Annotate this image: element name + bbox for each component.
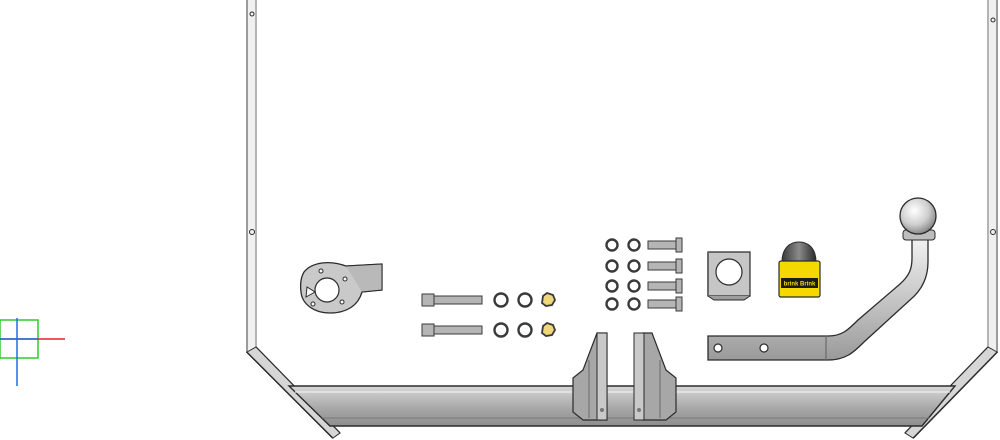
center-bracket-right[interactable]	[633, 332, 677, 421]
washer-set-top[interactable]	[493, 291, 557, 308]
tow-bar-arm[interactable]	[707, 197, 937, 361]
vehicle-frame[interactable]	[246, 0, 998, 439]
ball-cover-icon[interactable]: brink Brink	[778, 241, 821, 298]
small-bolt-row-1[interactable]	[605, 237, 683, 253]
small-bolt-row-3[interactable]	[605, 278, 683, 294]
washer-set-bottom[interactable]	[493, 321, 557, 338]
rear-crossbeam[interactable]	[287, 385, 957, 427]
axis-triad-icon	[0, 318, 65, 386]
small-bolt-row-4[interactable]	[605, 296, 683, 312]
square-bracket[interactable]	[707, 251, 751, 301]
center-bracket-left[interactable]	[572, 332, 608, 421]
small-bolt-row-2[interactable]	[605, 258, 683, 274]
ball-cover-label: brink Brink	[784, 282, 816, 288]
long-bolt-top[interactable]	[421, 293, 483, 307]
socket-plate[interactable]	[299, 261, 383, 314]
long-bolt-bottom[interactable]	[421, 323, 483, 337]
